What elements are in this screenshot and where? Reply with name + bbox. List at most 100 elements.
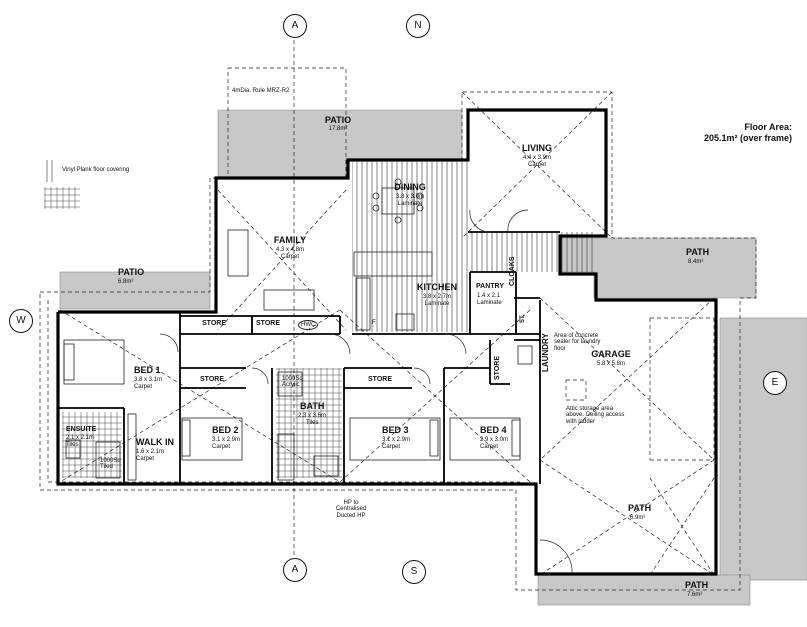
path-top-name: PATH [686,247,710,257]
ensuite-dim: 2.1 x 2.1m [66,435,95,441]
armchair [227,229,249,277]
floor-area-value: 205.1m² (over frame) [703,133,792,143]
kitchen-vinyl [352,252,468,332]
attic-hatch [565,379,587,401]
bath-tiles [276,368,342,478]
bed1-dim: 3.8 x 3.1m [134,377,163,383]
pantry-floor: Laminate [477,300,502,306]
pantry-name: PANTRY [476,283,504,290]
bath-tub [277,433,295,481]
legend-vinyl-label: Vinyl Plank floor covering [62,167,130,173]
wardrobe-walkin [127,413,137,481]
cooktop [395,313,415,331]
store-label-5: STORE [494,356,501,380]
fridge-label: F [372,320,376,326]
kitchen-name: KITCHEN [417,282,457,292]
walkin-name: WALK IN [136,437,174,447]
kitchen-counter [355,277,371,331]
hp-note: HP to Centralised Ducted HP [335,500,367,519]
cloaks-name: CLOAKS [509,256,516,286]
dining-name: DINING [394,182,426,192]
path-right-area [719,317,807,581]
store-label-3: STORE [200,376,224,383]
dining-table [381,187,415,215]
family-dim: 4.3 x 4.8m [275,247,304,253]
circle-rule-note: 4mDia. Rule MRZ-R2 [232,88,290,94]
patio-top-name: PATIO [324,115,352,125]
bed3-floor: Carpet [382,444,401,450]
exterior-wall [56,108,718,576]
living-name: LIVING [521,143,552,153]
walkin-dim: 1.6 x 2.1m [136,449,165,455]
laundry-trough [517,345,533,365]
hwc-icon: HWC [298,320,319,331]
doors [159,209,573,575]
walkin-floor: Carpet [136,456,155,462]
garage-dim: 5.8 x 5.8m [596,361,625,367]
store-label-4: STORE [368,376,392,383]
attic-note: Attic storage area above. Ceiling access… [566,406,625,425]
floor-area-title: Floor Area: [744,122,792,132]
vanity [313,455,339,477]
patio-left-name: PATIO [118,267,145,277]
ensuite-name: ENSUITE [66,426,97,433]
ensuite-shower-label: 1000Sq Tiled [100,458,121,471]
path-top-dim: 8.4m² [688,259,704,265]
sofa [263,289,315,311]
ensuite-shower [95,441,121,479]
path-bottom-dim: 7.6m² [687,592,703,598]
bed3-dim: 3.1 x 2.9m [382,437,411,443]
family-name: FAMILY [273,235,307,245]
patio-left-area [59,271,211,310]
ensuite-tiles [62,412,122,478]
bed3-bed [349,417,441,461]
bed4-dim: 2.9 x 3.0m [480,437,509,443]
dining-floor: Laminate [397,201,423,207]
kitchen-island [353,251,433,277]
patio-left-dim: 6.8m² [118,279,134,285]
path-bottom-name: PATH [685,580,709,590]
interior-walls [58,231,560,484]
furniture [63,178,533,481]
kitchen-floor: Laminate [424,301,450,307]
laundry-floor-note: Area of concrete sealer for laundry floo… [554,333,601,352]
bath-tub-label: 1000Sq Acrylic [282,376,303,389]
laundry-name: LAUNDRY [541,333,550,372]
living-floor: Carpet [527,162,546,168]
store-label-2: STORE [256,320,280,327]
compass-east-icon: E [763,371,787,395]
kitchen-dim: 3.8 x 2.7m [422,294,451,300]
bed1-name: BED 1 [134,365,161,375]
bath-shower [277,371,303,397]
bed1-bed [63,339,125,385]
bath-dim: 2.3 x 3.6m [298,413,327,419]
compass-south-icon: S [402,560,426,584]
bath-floor: Tiles [306,420,319,426]
living-dim: 4.4 x 3.9m [522,155,551,161]
legend-vinyl-swatch [44,160,56,182]
pantry-dim: 1.4 x 2.1 [477,293,501,299]
st-name: ST. [520,314,526,323]
path-mid-dim: 6.9m² [630,515,646,521]
bed2-dim: 3.1 x 2.9m [212,437,241,443]
dining-dim: 3.8 x 3.0m [395,194,424,200]
section-marker-bottom-icon: A [283,558,307,582]
section-marker-top-icon: A [283,14,307,38]
patio-top-dim: 17.8m² [328,126,348,132]
bath-name: BATH [300,401,325,411]
compass-west-icon: W [9,309,33,333]
store-label-1: STORE [202,320,226,327]
hall-vinyl [468,232,594,272]
garage-name: GARAGE [591,349,631,359]
dining-vinyl [352,162,468,252]
compass-north-icon: N [406,14,430,38]
eave-inner [47,300,520,483]
bed3-name: BED 3 [382,425,409,435]
bed4-floor: Carpet [480,444,499,450]
bed4-name: BED 4 [480,425,507,435]
ensuite-basin [65,439,81,459]
floor-patterns [44,160,594,478]
path-mid-name: PATH [628,503,652,513]
bed2-floor: Carpet [212,444,231,450]
